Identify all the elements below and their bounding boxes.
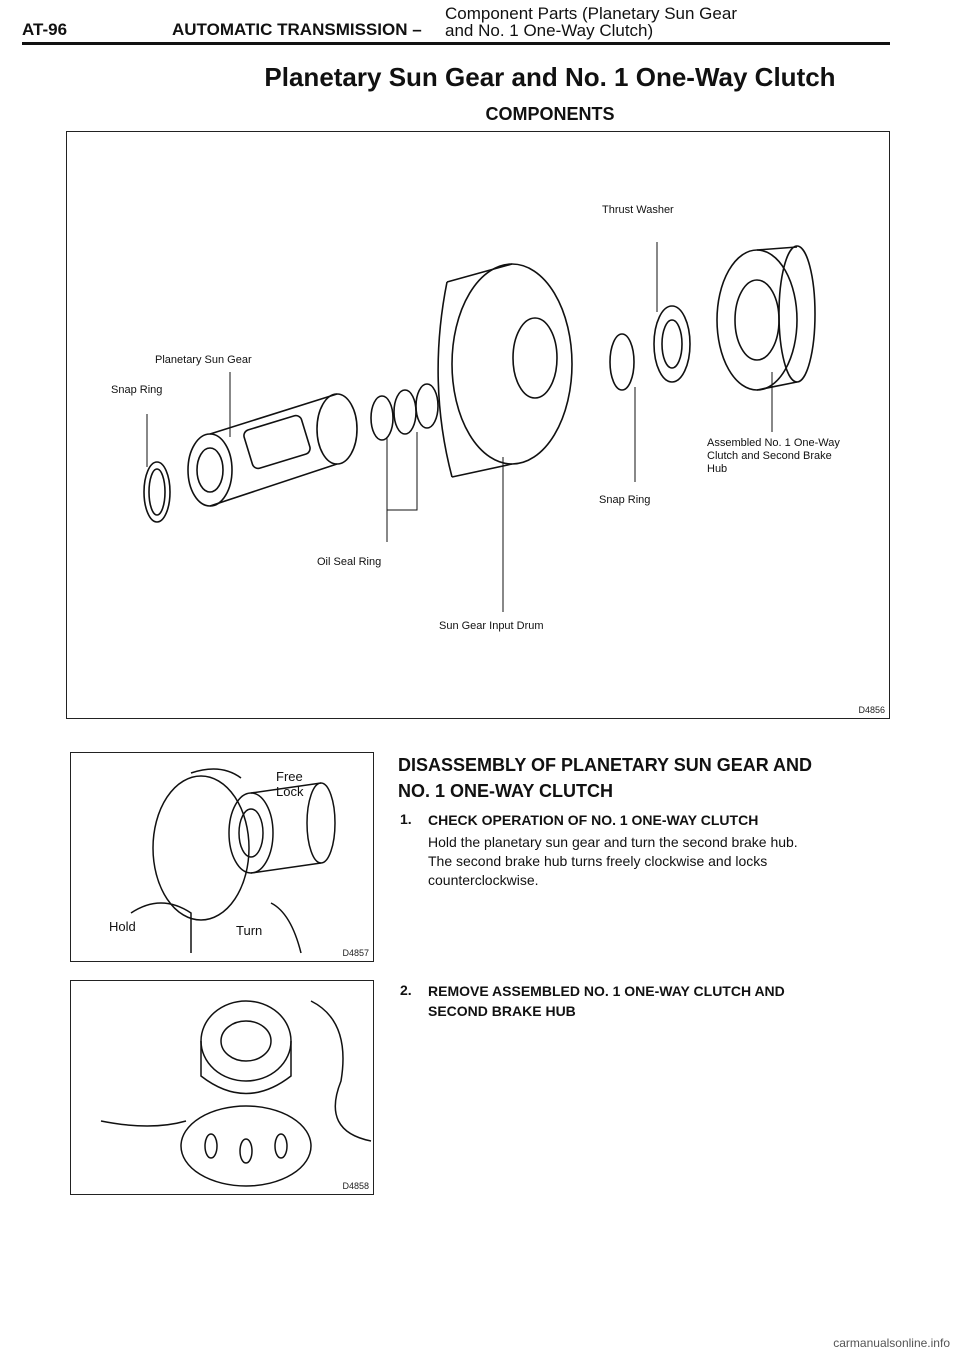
step-2-title-line2: SECOND BRAKE HUB: [428, 1003, 576, 1019]
disassembly-heading: DISASSEMBLY OF PLANETARY SUN GEAR AND NO…: [398, 752, 898, 804]
label-snap-ring-right: Snap Ring: [599, 494, 651, 506]
sun-gear-shape: [187, 433, 233, 507]
disassembly-heading-line1: DISASSEMBLY OF PLANETARY SUN GEAR AND: [398, 755, 813, 775]
label-thrust-washer: Thrust Washer: [602, 204, 674, 216]
clutch-hub-shape: [716, 249, 798, 391]
step-1-body-line3: counterclockwise.: [428, 872, 539, 888]
step-1-number: 1.: [400, 811, 412, 827]
disassembly-heading-line2: NO. 1 ONE-WAY CLUTCH: [398, 781, 614, 801]
label-planetary-sun-gear: Planetary Sun Gear: [155, 354, 252, 366]
thrust-washer-shape: [653, 305, 691, 383]
label-oil-seal-ring: Oil Seal Ring: [317, 556, 382, 568]
step-2-title-line1: REMOVE ASSEMBLED NO. 1 ONE-WAY CLUTCH AN…: [428, 983, 785, 999]
step-1-title: CHECK OPERATION OF NO. 1 ONE-WAY CLUTCH: [428, 812, 759, 828]
snap-ring-right-shape: [609, 333, 635, 391]
section-subtitle-line2: and No. 1 One-Way Clutch): [445, 21, 654, 40]
remove-hub-drawing: [100, 1000, 372, 1187]
step-2-title: REMOVE ASSEMBLED NO. 1 ONE-WAY CLUTCH AN…: [428, 981, 785, 1021]
figure-id: D4857: [342, 948, 369, 958]
header-rule: [22, 42, 890, 45]
label-turn: Turn: [236, 923, 263, 938]
figure-id: D4858: [342, 1181, 369, 1191]
label-assembled-clutch-hub: Assembled No. 1 One-Way Clutch and Secon…: [707, 437, 840, 476]
oil-seal-ring-1-shape: [370, 395, 394, 441]
label-free: Free: [276, 769, 303, 784]
remove-hub-figure: D4858: [70, 980, 374, 1195]
label-lock: Lock: [276, 784, 304, 799]
section-subtitle: Component Parts (Planetary Sun Gear and …: [445, 5, 737, 39]
label-snap-ring-left: Snap Ring: [111, 384, 163, 396]
figure-id: D4856: [858, 705, 885, 715]
step-2-number: 2.: [400, 982, 412, 998]
check-operation-figure: Free Lock Hold Turn D4857: [70, 752, 374, 962]
components-heading: COMPONENTS: [485, 104, 615, 124]
input-drum-shape: [451, 263, 573, 465]
watermark: carmanualsonline.info: [833, 1336, 950, 1350]
page-title: Planetary Sun Gear and No. 1 One-Way Clu…: [264, 62, 836, 92]
label-sun-gear-input-drum: Sun Gear Input Drum: [439, 620, 544, 632]
step-1-body: Hold the planetary sun gear and turn the…: [428, 833, 898, 890]
check-operation-drawing: [130, 768, 336, 954]
step-1-body-line1: Hold the planetary sun gear and turn the…: [428, 834, 798, 850]
section-subtitle-line1: Component Parts (Planetary Sun Gear: [445, 4, 737, 23]
label-assembled-line1: Assembled No. 1 One-Way: [707, 437, 840, 449]
components-figure: Thrust Washer Planetary Sun Gear Snap Ri…: [66, 131, 890, 719]
label-assembled-line2: Clutch and Second Brake: [707, 450, 832, 462]
snap-ring-left-shape: [143, 461, 171, 523]
components-drawing: [143, 242, 816, 612]
oil-seal-ring-2-shape: [393, 389, 417, 435]
label-assembled-line3: Hub: [707, 463, 728, 475]
page-code: AT-96: [22, 20, 68, 39]
step-1-body-line2: The second brake hub turns freely clockw…: [428, 853, 768, 869]
section-title: AUTOMATIC TRANSMISSION –: [172, 20, 422, 39]
label-hold: Hold: [109, 919, 136, 934]
